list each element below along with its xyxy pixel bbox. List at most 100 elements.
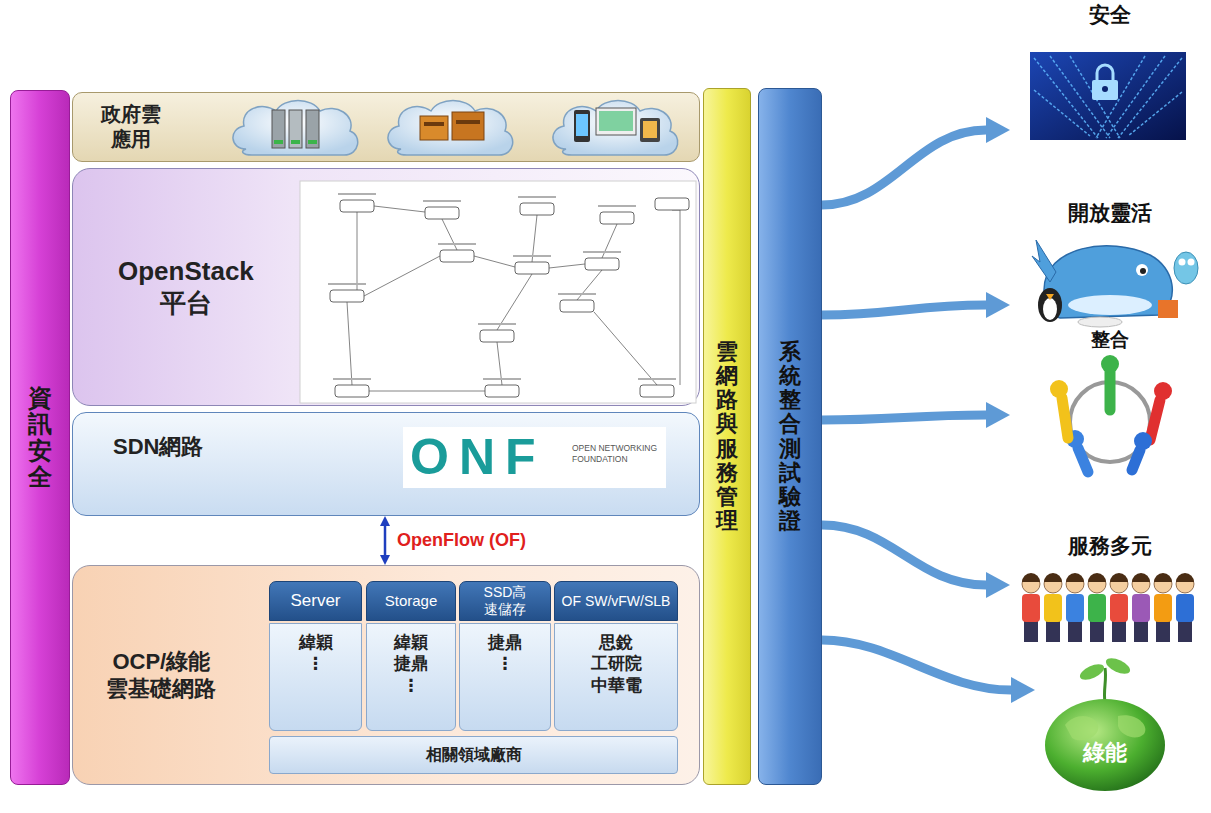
cloud-icons <box>291 140 300 144</box>
openstack-flowchart <box>485 385 519 397</box>
people-group <box>1068 620 1082 642</box>
cloud-icons <box>599 111 633 131</box>
teamwork-figures <box>1050 380 1068 398</box>
openstack-flowchart <box>340 200 374 212</box>
teamwork-figures <box>1132 450 1140 470</box>
outcome-label: 服務多元 <box>1068 533 1152 559</box>
openstack-flowchart <box>577 270 602 300</box>
people-group <box>1044 573 1062 582</box>
people-group <box>1022 573 1194 642</box>
green-globe <box>1078 661 1107 683</box>
open-source-mascots <box>1068 295 1152 315</box>
people-group <box>1022 594 1040 622</box>
green-globe <box>1118 715 1145 737</box>
vendor-cell: 捷鼎 ⋮ <box>459 623 551 731</box>
teamwork-figures <box>1134 432 1152 450</box>
layer-band: OCP/綠能 雲基礎網路ServerStorageSSD高速儲存OF SW/vF… <box>72 565 700 785</box>
people-group <box>1110 573 1128 582</box>
openstack-flowchart <box>638 378 676 380</box>
openstack-flowchart <box>328 283 366 285</box>
openstack-flowchart <box>655 198 689 210</box>
outcome-arrow <box>822 525 986 585</box>
layer-title: SDN網路 <box>113 433 203 461</box>
openstack-flowchart <box>532 215 537 262</box>
openstack-flowchart <box>585 258 619 270</box>
cloud-icons <box>233 101 358 156</box>
outcome-label: 開放靈活 <box>1068 200 1152 226</box>
people-group <box>1044 594 1062 622</box>
openstack-flowchart <box>518 196 556 198</box>
onf-logo-ground <box>403 427 666 488</box>
open-source-mascots <box>1032 240 1198 327</box>
security-picture <box>1034 56 1182 138</box>
people-group <box>1134 620 1148 642</box>
vertical-bar: 系統整合測試驗證 <box>758 88 822 785</box>
teamwork-figures <box>1150 400 1160 440</box>
header-label: OF SW/vFW/SLB <box>562 593 671 610</box>
header-label: Server <box>290 591 340 611</box>
openstack-flowchart <box>483 378 521 380</box>
vertical-label: 雲網路與服務管理 <box>716 340 738 534</box>
openstack-flowchart <box>369 391 485 392</box>
openstack-flowchart <box>333 378 371 380</box>
security-picture <box>1034 90 1090 136</box>
open-source-mascots <box>1140 268 1146 274</box>
outcome-arrow <box>822 130 986 205</box>
security-picture <box>1030 52 1186 140</box>
column-header: OF SW/vFW/SLB <box>554 581 678 621</box>
outcome-label: 整合 <box>1091 328 1129 352</box>
teamwork-figures <box>1101 355 1119 373</box>
openstack-flowchart <box>515 262 549 274</box>
openstack-flowchart <box>338 193 376 195</box>
open-source-mascots <box>1179 259 1186 266</box>
openstack-flowchart <box>520 203 554 215</box>
people-group <box>1066 573 1084 582</box>
cloud-icons <box>574 110 590 142</box>
open-source-mascots <box>1038 288 1062 322</box>
people-group <box>1176 573 1194 582</box>
people-group <box>1024 620 1192 642</box>
layer-title: OpenStack 平台 <box>118 255 254 320</box>
people-group <box>1024 620 1038 642</box>
openstack-flowchart <box>640 385 674 397</box>
teamwork-figures <box>1050 355 1172 472</box>
security-picture <box>1034 58 1098 138</box>
openstack-flowchart <box>330 198 689 397</box>
openstack-flowchart <box>594 312 657 385</box>
openstack-flowchart <box>440 250 474 262</box>
security-picture <box>1092 80 1118 100</box>
openstack-flowchart <box>442 219 457 250</box>
openstack-flowchart <box>672 210 680 385</box>
vendor-list: 緯穎 ⋮ <box>299 632 333 675</box>
column-header: SSD高速儲存 <box>459 581 551 621</box>
teamwork-figures <box>1078 448 1088 472</box>
openstack-flowchart <box>423 200 461 202</box>
people-group <box>1022 573 1194 582</box>
open-source-mascots <box>1188 259 1195 266</box>
outcome-arrow <box>822 640 1011 690</box>
cloud-icons <box>456 120 480 124</box>
open-source-mascots <box>1043 298 1057 320</box>
openstack-flowchart <box>600 212 634 224</box>
green-globe <box>1104 668 1105 702</box>
openstack-flowchart <box>300 181 696 403</box>
people-group <box>1154 573 1172 582</box>
cloud-icons <box>308 140 317 144</box>
green-globe <box>1065 716 1098 740</box>
openstack-flowchart <box>357 212 358 290</box>
open-source-mascots <box>1136 264 1148 276</box>
openstack-flowchart <box>549 264 585 268</box>
green-globe <box>1104 655 1133 677</box>
security-picture <box>1102 86 1108 92</box>
openstack-flowchart <box>328 193 676 380</box>
outcome-label: 安全 <box>1089 2 1131 28</box>
logo-caption: OPEN NETWORKING FOUNDATION <box>572 443 664 465</box>
openstack-flowchart <box>560 300 594 312</box>
green-globe <box>1045 699 1165 791</box>
vendor-bar: 相關領域廠商 <box>269 736 678 774</box>
people-group <box>1176 594 1194 622</box>
cloud-icons <box>306 110 319 148</box>
openstack-flowchart <box>374 206 425 212</box>
people-group <box>1154 594 1172 622</box>
openstack-flowchart <box>480 330 514 342</box>
